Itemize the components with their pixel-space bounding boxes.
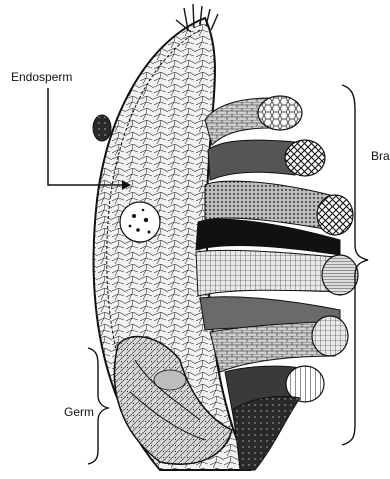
germ-label: Germ <box>64 405 94 419</box>
bran-layer-1-end <box>258 96 302 130</box>
bran-layer-2 <box>208 140 295 180</box>
bran-outer-layer <box>232 396 300 470</box>
bran-layer-5-end <box>322 255 358 295</box>
bran-layer-3-end <box>317 195 353 235</box>
crease-notch <box>93 115 111 141</box>
bran-layer-7-end <box>312 316 348 356</box>
endosperm-cell <box>120 202 160 242</box>
bran-layer-2-end <box>285 140 325 176</box>
endosperm-label: Endosperm <box>11 70 72 84</box>
bran-label: Bran <box>371 149 390 163</box>
